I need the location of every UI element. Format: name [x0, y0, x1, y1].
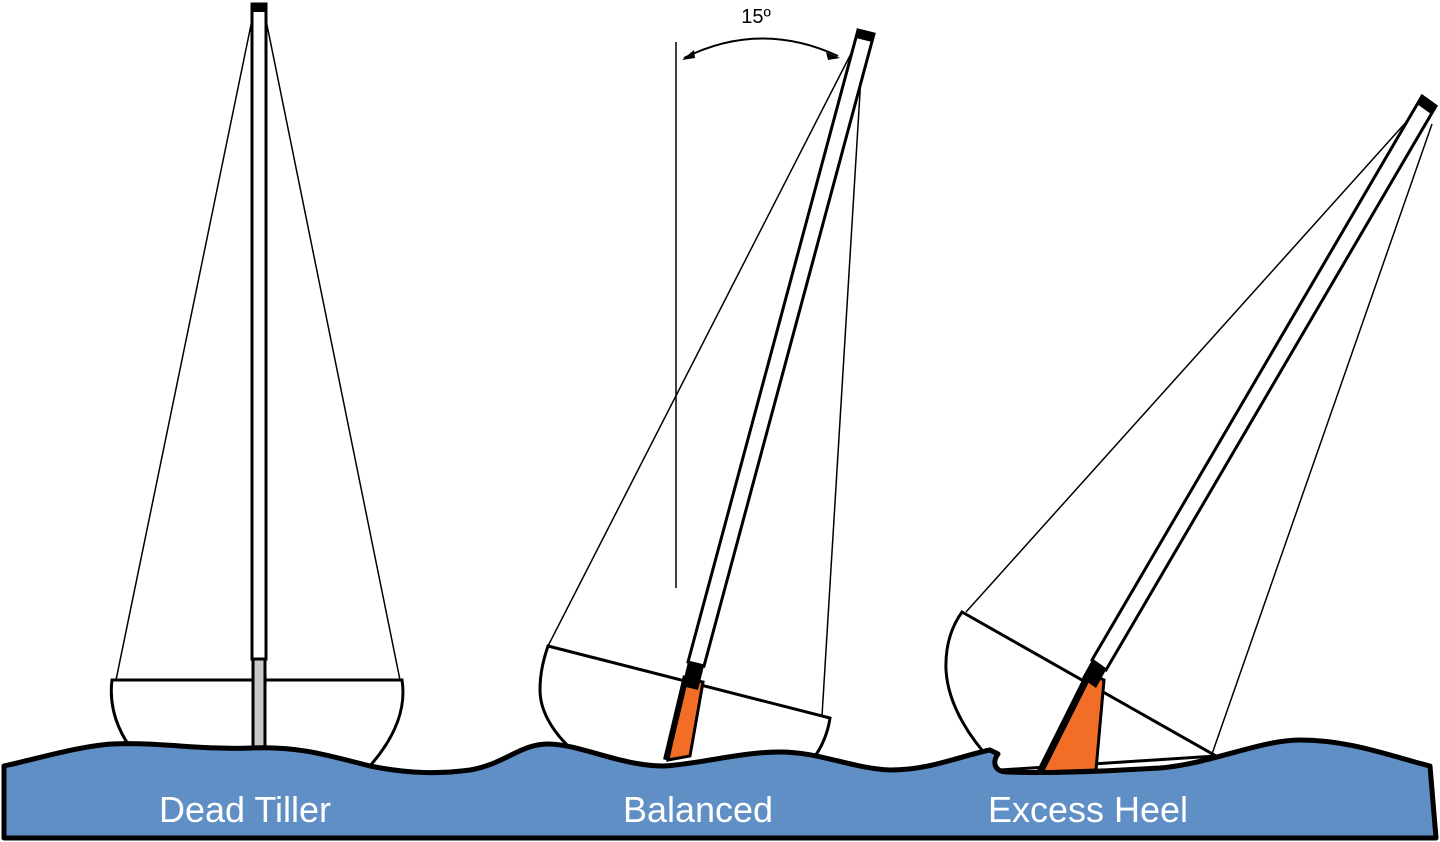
boat-dead-tiller — [109, 2, 405, 770]
angle-arrowhead-right — [826, 52, 840, 60]
boat-balanced-mast-base-line — [663, 675, 689, 761]
boat-excess-heel-shroud-right — [1211, 123, 1433, 755]
boat-dead-tiller-mast-top — [252, 4, 266, 12]
boat-dead-tiller-mast — [250, 2, 268, 661]
water-surface — [1, 737, 1439, 841]
boat-excess-heel-mast-base-line — [1036, 674, 1092, 774]
boat-excess-heel-mast-top — [1417, 96, 1436, 114]
boat-dead-tiller-mast-base — [251, 657, 267, 751]
boat-balanced-mast-top — [856, 30, 874, 42]
boat-label-excess-heel: Excess Heel — [987, 789, 1189, 830]
boat-balanced-shroud-left — [547, 35, 861, 647]
angle-arc — [683, 37, 839, 59]
angle-label: 15º — [741, 6, 771, 28]
boat-dead-tiller-shroud-left — [115, 19, 253, 681]
boat-balanced-mast-base — [682, 662, 704, 690]
boat-balanced-shroud-right — [821, 59, 863, 717]
boat-excess-heel-mast — [1090, 93, 1438, 673]
boat-balanced — [538, 28, 876, 770]
angle-arrowhead-left — [682, 50, 695, 60]
boat-dead-tiller-shroud-right — [265, 19, 401, 681]
boat-excess-heel-shroud-left — [965, 99, 1427, 613]
boat-excess-heel — [944, 93, 1438, 774]
boat-label-dead-tiller: Dead Tiller — [158, 789, 332, 830]
boat-balanced-mast — [686, 28, 876, 668]
boat-label-balanced: Balanced — [622, 789, 774, 830]
